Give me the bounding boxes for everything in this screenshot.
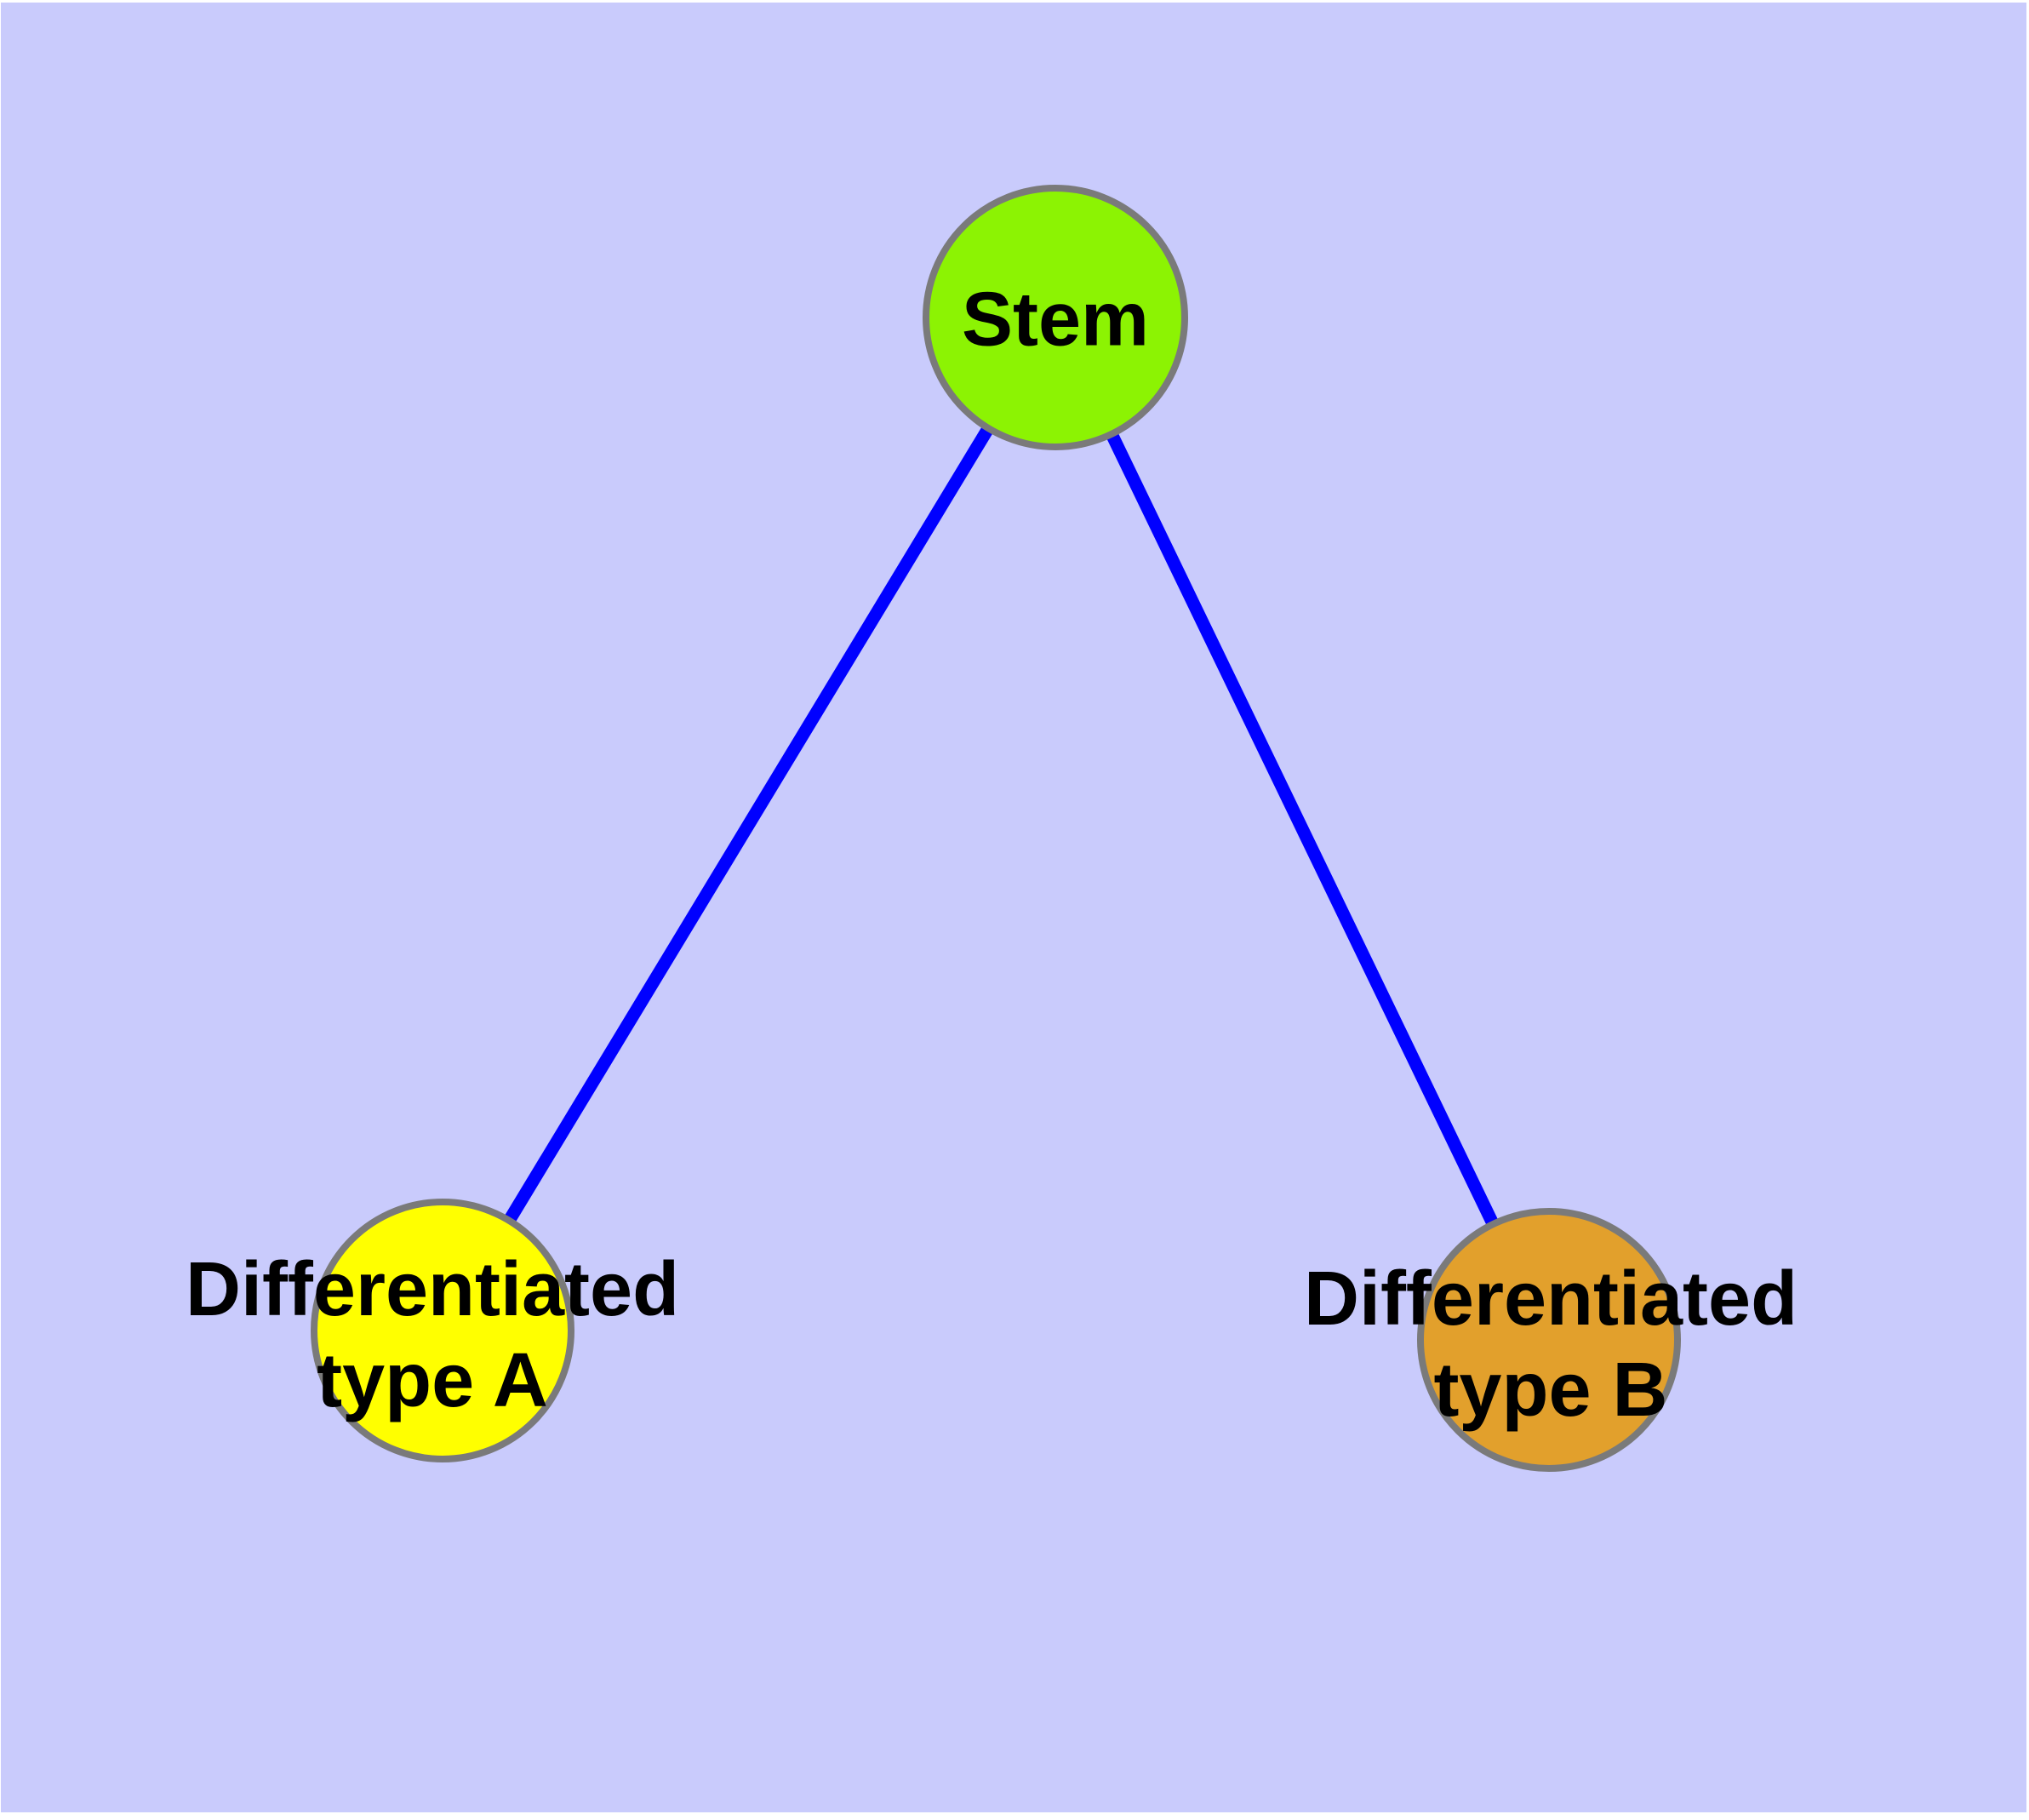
node-label-type-b-line2: type B [1433, 1348, 1668, 1433]
node-circle-type-b [1417, 1208, 1681, 1472]
diagram-canvas: Stem Differentiated type A Differentiate… [1, 3, 2026, 1812]
node-label-type-a-line2: type A [317, 1338, 548, 1423]
node-label-type-b-line1: Differentiated [1303, 1256, 1798, 1342]
node-label-stem: Stem [962, 275, 1149, 366]
node-circle-stem [923, 185, 1188, 450]
node-label-stem-text: Stem [961, 277, 1150, 363]
edge-stem-to-type-b [1049, 314, 1555, 1343]
edge-stem-to-type-a [437, 314, 1061, 1334]
node-label-type-b: Differentiated type B [1304, 1254, 1798, 1436]
node-label-type-a-line1: Differentiated [185, 1247, 680, 1332]
node-label-type-a: Differentiated type A [186, 1245, 679, 1427]
node-circle-type-a [311, 1199, 574, 1462]
